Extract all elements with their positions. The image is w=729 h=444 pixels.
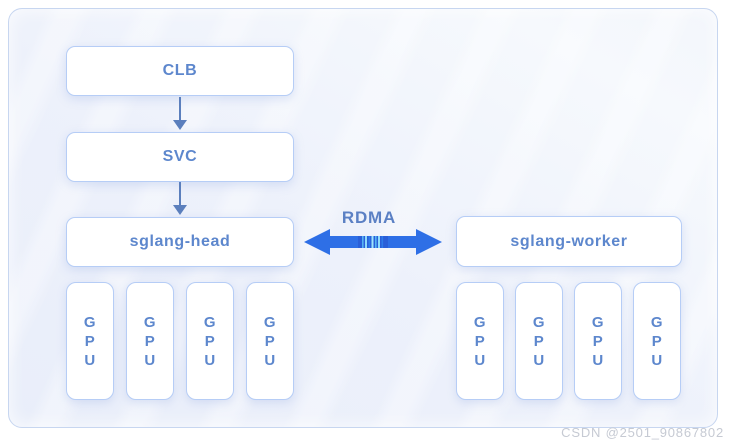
gpu-box: G P U (574, 282, 622, 400)
rdma-bidirectional-arrow-icon (304, 229, 442, 255)
node-svc-label: SVC (162, 148, 198, 165)
rdma-link-label: RDMA (341, 208, 397, 227)
node-sglang-head-label: sglang-head (129, 233, 231, 250)
gpu-row-head: G P U G P U G P U G P U (66, 282, 294, 400)
node-sglang-worker: sglang-worker (456, 216, 682, 267)
node-sglang-worker-label: sglang-worker (510, 232, 628, 250)
gpu-label: G P U (83, 313, 97, 369)
arrow-head-icon (173, 120, 187, 130)
arrow-stem (179, 182, 181, 206)
gpu-box: G P U (66, 282, 114, 400)
node-clb-label: CLB (162, 62, 198, 79)
node-svc: SVC (66, 132, 294, 182)
csdn-watermark: CSDN @2501_90867802 (561, 425, 724, 440)
gpu-label: G P U (263, 313, 277, 369)
gpu-label: G P U (532, 313, 546, 369)
node-sglang-head: sglang-head (66, 217, 294, 267)
gpu-box: G P U (633, 282, 681, 400)
gpu-box: G P U (186, 282, 234, 400)
gpu-label: G P U (650, 313, 664, 369)
node-clb: CLB (66, 46, 294, 96)
data-flow-stripes-icon (358, 236, 388, 248)
gpu-label: G P U (591, 313, 605, 369)
gpu-box: G P U (456, 282, 504, 400)
gpu-box: G P U (126, 282, 174, 400)
gpu-label: G P U (203, 313, 217, 369)
gpu-box: G P U (246, 282, 294, 400)
gpu-box: G P U (515, 282, 563, 400)
gpu-label: G P U (143, 313, 157, 369)
arrow-stem (179, 97, 181, 121)
diagram-canvas: CLB SVC sglang-head G P U G P U G P U G … (8, 8, 718, 428)
down-arrow-svc-to-head-icon (173, 182, 187, 215)
arrow-head-icon (173, 205, 187, 215)
down-arrow-clb-to-svc-icon (173, 97, 187, 130)
gpu-label: G P U (473, 313, 487, 369)
gpu-row-worker: G P U G P U G P U G P U (456, 282, 681, 400)
